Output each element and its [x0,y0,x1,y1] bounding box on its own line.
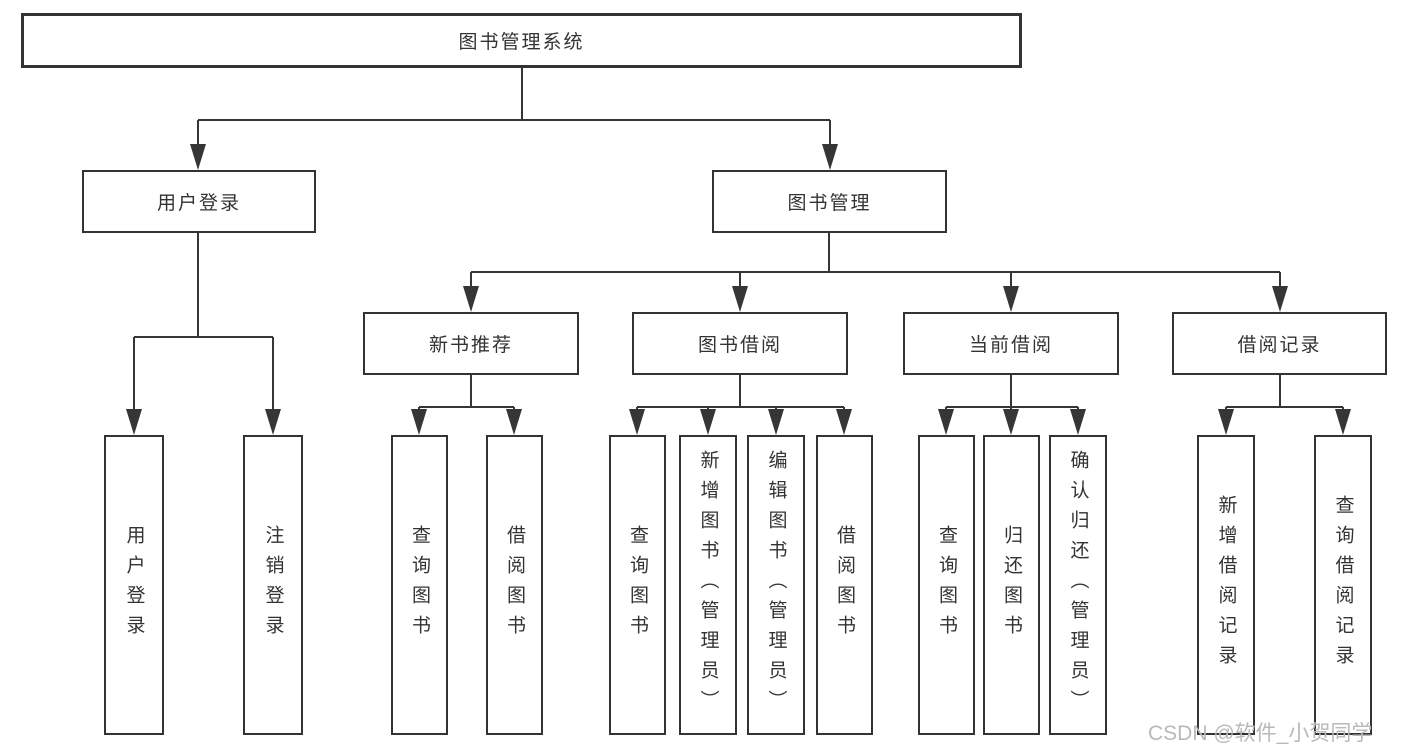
arrowheads [126,144,1351,435]
connector-bookmgmt-to-level3 [470,233,1281,288]
leaf-confirm-return-admin: 确认归还（管理员） [1049,435,1107,735]
arrowhead-icon [265,409,281,435]
leaf-confirm-return-admin-label: 确认归还（管理员） [1067,450,1089,720]
connector-bookborrow-to-leaves [636,375,845,411]
leaf-query-books-3-label: 查询图书 [936,525,957,645]
node-borrowing-records: 借阅记录 [1172,312,1387,375]
connector-root-to-level2 [197,68,831,146]
connector-currentborrow-to-leaves [945,375,1079,411]
leaf-add-books-admin: 新增图书（管理员） [679,435,737,735]
node-borrowing-records-label: 借阅记录 [1237,335,1322,356]
leaf-logout-label: 注销登录 [262,525,284,645]
leaf-edit-books-admin-label: 编辑图书（管理员） [765,450,787,720]
node-book-borrowing-label: 图书借阅 [697,335,782,356]
node-book-management: 图书管理 [712,170,947,233]
connector-newbook-to-leaves [418,375,515,411]
leaf-add-books-admin-label: 新增图书（管理员） [697,450,719,720]
leaf-query-books-1: 查询图书 [391,435,448,735]
leaf-add-borrow-record: 新增借阅记录 [1197,435,1255,735]
node-book-borrowing: 图书借阅 [632,312,848,375]
leaf-user-login-label: 用户登录 [123,525,145,645]
node-current-borrowing-label: 当前借阅 [968,335,1053,356]
arrowhead-icon [1003,286,1019,312]
leaf-query-borrow-record-label: 查询借阅记录 [1332,495,1354,675]
node-new-book-recommend: 新书推荐 [363,312,579,375]
leaf-return-books: 归还图书 [983,435,1040,735]
leaf-borrow-books-1: 借阅图书 [486,435,543,735]
leaf-logout: 注销登录 [243,435,303,735]
node-user-login: 用户登录 [82,170,316,233]
leaf-borrow-books-2: 借阅图书 [816,435,873,735]
arrowhead-icon [190,144,206,170]
arrowhead-icon [411,409,427,435]
arrowhead-icon [1070,409,1086,435]
node-root: 图书管理系统 [21,13,1022,68]
node-user-login-label: 用户登录 [156,193,241,214]
arrowhead-icon [463,286,479,312]
node-book-management-label: 图书管理 [787,193,872,214]
arrowhead-icon [938,409,954,435]
arrowhead-icon [1335,409,1351,435]
arrowhead-icon [822,144,838,170]
leaf-add-borrow-record-label: 新增借阅记录 [1215,495,1237,675]
arrowhead-icon [629,409,645,435]
leaf-edit-books-admin: 编辑图书（管理员） [747,435,805,735]
leaf-borrow-books-1-label: 借阅图书 [504,525,525,645]
node-new-book-recommend-label: 新书推荐 [428,335,513,356]
arrowhead-icon [126,409,142,435]
arrowhead-icon [1218,409,1234,435]
csdn-watermark: CSDN @软件_小贺同学 [1148,722,1373,745]
leaf-query-books-1-label: 查询图书 [409,525,430,645]
arrowhead-icon [506,409,522,435]
arrowhead-icon [768,409,784,435]
arrowhead-icon [1272,286,1288,312]
connector-paths [133,68,1344,411]
node-current-borrowing: 当前借阅 [903,312,1119,375]
leaf-borrow-books-2-label: 借阅图书 [834,525,855,645]
leaf-query-books-2: 查询图书 [609,435,666,735]
arrowhead-icon [700,409,716,435]
leaf-query-books-2-label: 查询图书 [627,525,648,645]
arrowhead-icon [1003,409,1019,435]
leaf-user-login: 用户登录 [104,435,164,735]
arrowhead-icon [836,409,852,435]
leaf-query-borrow-record: 查询借阅记录 [1314,435,1372,735]
leaf-query-books-3: 查询图书 [918,435,975,735]
connector-userlogin-to-leaves [133,233,274,411]
connector-borrowrecords-to-leaves [1225,375,1344,411]
leaf-return-books-label: 归还图书 [1001,525,1022,645]
arrowhead-icon [732,286,748,312]
node-root-label: 图书管理系统 [458,32,585,53]
